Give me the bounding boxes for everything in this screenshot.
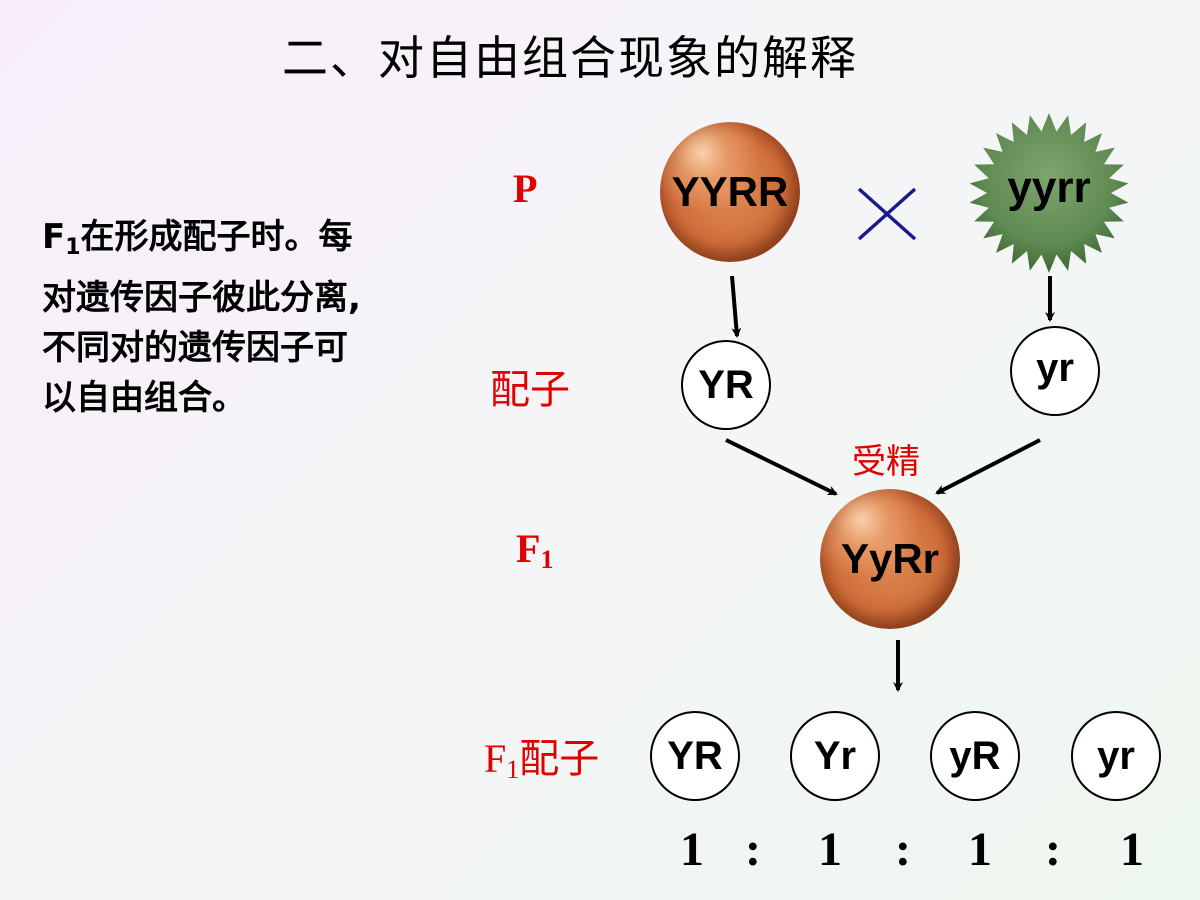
- explanation-line-3: 不同对的遗传因子可: [42, 328, 348, 368]
- gamete-left: YR: [681, 340, 771, 430]
- label-gamete: 配子: [490, 367, 570, 413]
- parent-yyrr-dominant: YYRR: [660, 122, 800, 262]
- f1-individual: YyRr: [820, 489, 960, 629]
- f1-gamete-3: yR: [930, 711, 1020, 801]
- arrow-left-parent-to-gamete: [730, 275, 742, 338]
- label-f1: F1: [516, 526, 554, 574]
- ratio-value-1: 1: [680, 823, 704, 876]
- ratio-separator-2: :: [895, 823, 911, 876]
- label-p: P: [513, 166, 538, 211]
- f1-gamete-2: Yr: [790, 711, 880, 801]
- parent-yyrr-recessive: yyrr: [1007, 163, 1091, 212]
- ratio-value-4: 1: [1120, 823, 1144, 876]
- fertilization-label: 受精: [852, 442, 920, 482]
- gamete-right: yr: [1010, 326, 1100, 416]
- explanation-line-4: 以自由组合。: [42, 378, 246, 418]
- f1-gamete-4: yr: [1071, 711, 1161, 801]
- green-star-parent-icon: [969, 113, 1129, 273]
- cross-symbol-icon: [857, 187, 917, 241]
- label-f1-gamete: F1配子: [484, 736, 600, 784]
- ratio-separator-1: :: [745, 823, 761, 876]
- explanation-text: F1在形成配子时。每 对遗传因子彼此分离, 不同对的遗传因子可 以自由组合。: [42, 212, 462, 423]
- ratio-separator-3: :: [1045, 823, 1061, 876]
- arrow-left-gamete-to-f1: [725, 438, 838, 496]
- explanation-line-1: F1在形成配子时。每: [42, 217, 353, 260]
- ratio-value-2: 1: [818, 823, 842, 876]
- ratio-value-3: 1: [968, 823, 992, 876]
- explanation-line-2: 对遗传因子彼此分离,: [42, 278, 361, 318]
- arrow-right-gamete-to-f1: [935, 438, 1041, 495]
- page-title: 二、对自由组合现象的解释: [282, 31, 858, 85]
- f1-gamete-1: YR: [650, 711, 740, 801]
